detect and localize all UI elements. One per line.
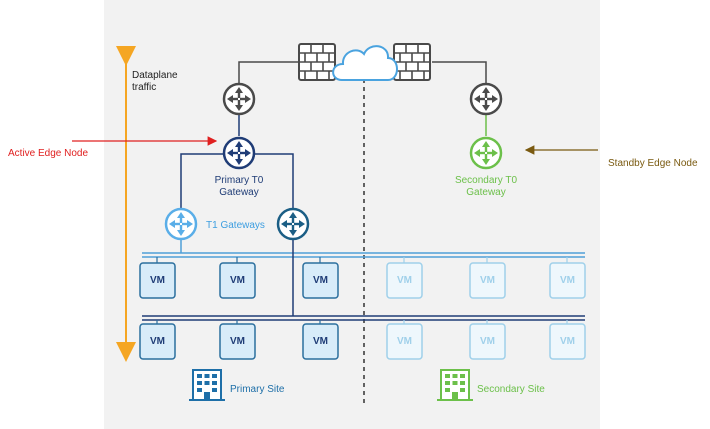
active-edge-node-label: Active Edge Node — [8, 148, 89, 159]
standby-edge-node-label: Standby Edge Node — [608, 158, 698, 169]
primary-t0-router-icon — [222, 136, 256, 170]
router-icon — [469, 82, 503, 116]
vm-box — [386, 262, 423, 299]
cloud-icon — [332, 45, 398, 81]
vm-box — [549, 323, 586, 360]
vm-label: VM — [480, 336, 495, 347]
vm-label: VM — [560, 336, 575, 347]
vm-box — [302, 323, 339, 360]
vm-box — [386, 323, 423, 360]
vm-box — [469, 323, 506, 360]
firewall-icon — [393, 43, 431, 81]
secondary-t0-label-line2: Gateway — [466, 187, 506, 198]
vm-boxes — [139, 262, 586, 360]
vm-box — [139, 323, 176, 360]
t1-router-icon — [276, 207, 310, 241]
vm-label: VM — [150, 275, 165, 286]
uplink-lines — [238, 61, 487, 83]
secondary-t0-label-line1: Secondary T0 — [454, 175, 518, 186]
dataplane-label-line2: traffic — [132, 82, 157, 93]
building-icon — [437, 369, 473, 401]
building-icon — [189, 369, 225, 401]
vm-box — [549, 262, 586, 299]
router-icon — [222, 82, 256, 116]
vm-label: VM — [397, 275, 412, 286]
vm-label: VM — [313, 336, 328, 347]
primary-site-label: Primary Site — [230, 384, 285, 395]
vm-label: VM — [560, 275, 575, 286]
vm-label: VM — [230, 336, 245, 347]
vm-label: VM — [480, 275, 495, 286]
vm-box — [302, 262, 339, 299]
network-segments — [142, 240, 585, 321]
vm-box — [469, 262, 506, 299]
t0-to-t1-lines — [180, 153, 294, 208]
primary-t0-label-line1: Primary T0 — [214, 175, 264, 186]
primary-t0-label-line2: Gateway — [219, 187, 259, 198]
primary-t0-label: Primary T0 Gateway — [199, 175, 279, 199]
vm-box — [219, 262, 256, 299]
secondary-site-label: Secondary Site — [477, 384, 545, 395]
vm-label: VM — [230, 275, 245, 286]
dataplane-label-line1: Dataplane — [132, 70, 178, 81]
vm-label: VM — [313, 275, 328, 286]
vm-box — [219, 323, 256, 360]
secondary-t0-router-icon — [469, 136, 503, 170]
t1-router-icon — [164, 207, 198, 241]
vm-label: VM — [397, 336, 412, 347]
vm-box — [139, 262, 176, 299]
t1-gateways-label: T1 Gateways — [206, 220, 265, 231]
secondary-t0-label: Secondary T0 Gateway — [441, 175, 531, 199]
vm-drop-lines — [156, 257, 568, 324]
vm-label: VM — [150, 336, 165, 347]
firewall-icon — [298, 43, 336, 81]
dataplane-traffic-label: Dataplane traffic — [132, 70, 178, 94]
